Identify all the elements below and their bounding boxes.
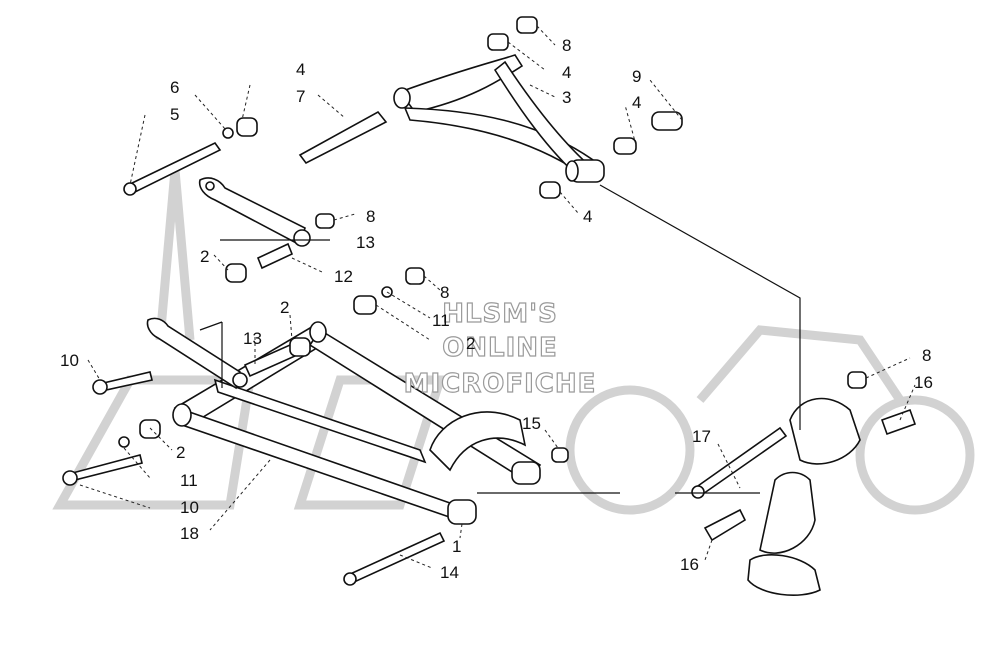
callout-labels: 8 4 3 9 4 4 6 5 4 7 8 13 2 12 8 11 2 2 1… xyxy=(60,36,933,582)
bushing-2-lower xyxy=(139,419,161,439)
callout-4: 4 xyxy=(583,207,592,226)
callout-5: 5 xyxy=(170,105,179,124)
watermark-line-2: ONLINE xyxy=(442,333,558,363)
callout-7: 7 xyxy=(296,87,305,106)
nut-8-mid xyxy=(315,213,335,229)
callout-16: 16 xyxy=(914,373,933,392)
bushing-16-lower xyxy=(703,508,747,542)
callout-6: 6 xyxy=(170,78,179,97)
callout-12: 12 xyxy=(334,267,353,286)
callout-11: 11 xyxy=(432,311,450,330)
sleeve-12 xyxy=(256,242,294,270)
bushing-16-right xyxy=(880,408,917,436)
callout-2: 2 xyxy=(280,298,289,317)
callout-13: 13 xyxy=(356,233,375,252)
callout-8: 8 xyxy=(440,283,449,302)
callout-9: 9 xyxy=(632,67,641,86)
bushing-4-left xyxy=(236,117,258,137)
callout-1: 1 xyxy=(452,537,461,556)
nut-8-lower xyxy=(405,267,425,285)
bushing-4-right xyxy=(613,137,637,155)
watermark-line-3: MICROFICHE xyxy=(404,369,597,399)
shaft-7 xyxy=(298,110,388,165)
bushing-2-mid xyxy=(289,337,311,357)
pin-9 xyxy=(651,111,683,131)
callout-16: 16 xyxy=(680,555,699,574)
callout-10: 10 xyxy=(60,351,79,370)
microfiche-watermark: HLSM'S ONLINE MICROFICHE xyxy=(403,298,597,399)
callout-15: 15 xyxy=(522,414,541,433)
bolt-14 xyxy=(346,531,446,585)
callout-4: 4 xyxy=(562,63,571,82)
bushing-2-top xyxy=(225,263,247,283)
watermark-line-1: HLSM'S xyxy=(442,299,558,329)
callout-11: 11 xyxy=(180,471,198,490)
callout-10: 10 xyxy=(180,498,199,517)
lower-hardware xyxy=(62,267,569,586)
callout-13: 13 xyxy=(243,329,262,348)
callout-2: 2 xyxy=(200,247,209,266)
washer-6 xyxy=(222,127,234,139)
bushing-2-upper xyxy=(353,295,377,315)
callout-18: 18 xyxy=(180,524,199,543)
bushing-4-lower xyxy=(539,181,561,199)
callout-8: 8 xyxy=(366,207,375,226)
upper-hardware xyxy=(123,16,683,199)
nut-8-top xyxy=(516,16,538,34)
link-plate-upper xyxy=(198,177,335,283)
callout-8: 8 xyxy=(562,36,571,55)
upper-a-arm xyxy=(393,54,605,183)
spindle-assembly xyxy=(691,371,917,596)
callout-4: 4 xyxy=(296,60,305,79)
bushing-4-top xyxy=(487,33,509,51)
leader-lines xyxy=(79,25,916,569)
nut-15 xyxy=(551,447,569,463)
washer-11-lower xyxy=(118,436,130,448)
nut-8-spindle xyxy=(847,371,867,389)
callout-4: 4 xyxy=(632,93,641,112)
callout-14: 14 xyxy=(440,563,459,582)
callout-2: 2 xyxy=(466,334,475,353)
callout-8: 8 xyxy=(922,346,931,365)
callout-2: 2 xyxy=(176,443,185,462)
callout-3: 3 xyxy=(562,88,571,107)
callout-17: 17 xyxy=(692,427,711,446)
